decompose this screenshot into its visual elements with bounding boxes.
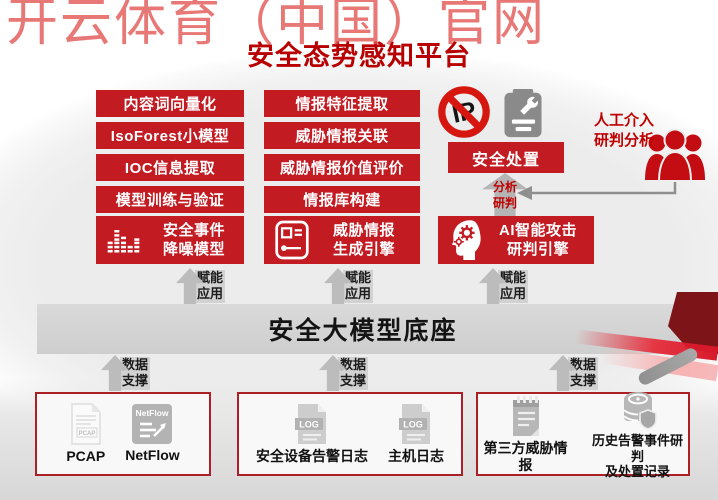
svg-text:LOG: LOG [403, 420, 423, 430]
analysis-line2: 研判 [492, 195, 517, 210]
enable-arrow-3: 赋能应用 [479, 268, 529, 304]
netflow-icon: NetFlow [132, 404, 173, 445]
source-pcap: PCAP PCAP [66, 403, 105, 465]
support-arrow-2: 数据支撑 [319, 355, 369, 391]
database-shield-icon [622, 392, 657, 430]
log-file-icon: LOG [295, 404, 326, 445]
pipeline-left-1: 内容词向量化 [96, 90, 244, 117]
manual-line1: 人工介入 [594, 112, 655, 129]
support-label: 数据支撑 [120, 357, 151, 390]
pipeline-mid-3: 威胁情报价值评价 [264, 154, 420, 181]
engine-label: 安全事件 降噪模型 [154, 221, 234, 260]
source-label: 主机日志 [388, 448, 444, 465]
pcap-file-icon: PCAP [71, 403, 101, 445]
notepad-icon [512, 395, 539, 436]
pipeline-mid-2: 威胁情报关联 [264, 122, 420, 149]
support-arrow-3: 数据支撑 [549, 355, 599, 391]
svg-text:NetFlow: NetFlow [136, 408, 169, 418]
clipboard-wrench-icon [504, 89, 542, 138]
analysis-line1: 分析 [492, 180, 517, 194]
engine-label: AI智能攻击 研判引擎 [492, 221, 584, 260]
source-netflow: NetFlow NetFlow [125, 404, 180, 464]
engine-event-denoise: 安全事件 降噪模型 [96, 216, 244, 264]
source-label: 历史告警事件研判 及处置记录 [592, 433, 684, 480]
manual-line2: 研判分析 [594, 131, 655, 149]
engine-label: 威胁情报 生成引擎 [318, 221, 410, 260]
source-device-logs: LOG 安全设备告警日志 [256, 403, 368, 465]
source-host-logs: LOG 主机日志 [388, 403, 444, 465]
enable-arrow-2: 赋能应用 [324, 268, 374, 304]
source-label: PCAP [66, 448, 106, 465]
enable-label: 赋能应用 [343, 270, 374, 303]
equalizer-icon [107, 230, 140, 253]
source-label: 安全设备告警日志 [256, 448, 368, 465]
engine-label-line2: 生成引擎 [332, 241, 395, 258]
engine-ai-attack-analysis: AI智能攻击 研判引擎 [438, 216, 594, 264]
engine-intel-generation: 威胁情报 生成引擎 [264, 216, 420, 264]
support-label: 数据支撑 [568, 357, 599, 390]
analysis-arrow-label: 分析 研判 [482, 180, 528, 211]
enable-label: 赋能应用 [195, 270, 226, 303]
source-box-logs: LOG 安全设备告警日志 LOG 主机日志 [237, 392, 463, 476]
engine-label-line1: 威胁情报 [332, 221, 395, 239]
source-label: NetFlow [125, 447, 180, 464]
engine-label-line2: 研判引擎 [506, 241, 569, 258]
ai-head-gears-icon [451, 220, 481, 260]
page-title: 安全态势感知平台 [247, 41, 471, 71]
engine-label-line2: 降噪模型 [162, 241, 225, 258]
pipeline-left-2: IsoForest小模型 [96, 122, 244, 149]
enable-arrow-1: 赋能应用 [176, 268, 226, 304]
source-label: 第三方威胁情报 [483, 439, 568, 473]
ip-blocked-icon: IP [438, 86, 490, 138]
engine-label-line1: AI智能攻击 [498, 221, 577, 239]
svg-text:PCAP: PCAP [78, 431, 95, 437]
pipeline-left-4: 模型训练与验证 [96, 186, 244, 213]
enable-label: 赋能应用 [498, 270, 529, 303]
pipeline-mid-1: 情报特征提取 [264, 90, 420, 117]
support-arrow-1: 数据支撑 [101, 355, 151, 391]
source-history-records: 历史告警事件研判 及处置记录 [587, 388, 688, 480]
svg-text:LOG: LOG [299, 420, 319, 430]
pipeline-left-3: IOC信息提取 [96, 154, 244, 181]
security-disposal-box: 安全处置 [448, 142, 564, 173]
report-list-icon [275, 220, 309, 260]
support-label: 数据支撑 [338, 357, 369, 390]
watermark-text: 开云体育（中国）官网 [6, 0, 547, 52]
pipeline-mid-4: 情报库构建 [264, 186, 420, 213]
engine-label-line1: 安全事件 [162, 221, 225, 239]
source-box-intel: 第三方威胁情报 历史告警事件研判 及处置记录 [476, 392, 690, 479]
foundation-bar: 安全大模型底座 [37, 304, 689, 354]
log-file-icon: LOG [399, 404, 430, 445]
source-box-traffic: PCAP PCAP NetFlow NetFlow [35, 392, 211, 476]
manual-review-label: 人工介入 研判分析 [594, 111, 654, 150]
source-third-party-intel: 第三方威胁情报 [478, 395, 573, 474]
people-group-icon [645, 128, 705, 182]
